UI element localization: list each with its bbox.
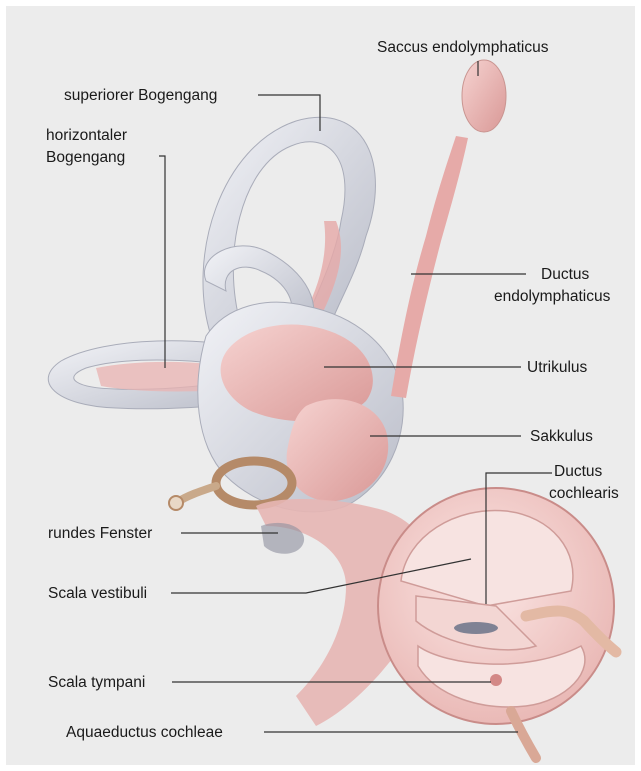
label-superiorer-bogengang: superiorer Bogengang [64, 87, 217, 104]
label-ductus-endolymphaticus-line1: Ductus [541, 266, 589, 283]
label-rundes-fenster: rundes Fenster [48, 525, 152, 542]
label-aquaeductus-cochleae: Aquaeductus cochleae [66, 724, 223, 741]
nerve-stub [178, 486, 216, 502]
aqueduct-opening [490, 674, 502, 686]
label-sakkulus: Sakkulus [530, 428, 593, 445]
label-ductus-cochlearis-line2: cochlearis [549, 485, 619, 502]
label-ductus-endolymphaticus-line2: endolymphaticus [494, 288, 611, 305]
label-scala-vestibuli: Scala vestibuli [48, 585, 147, 602]
label-utrikulus: Utrikulus [527, 359, 588, 376]
endolymphatic-duct [391, 136, 468, 398]
label-ductus-cochlearis-line1: Ductus [554, 463, 602, 480]
organ-of-corti [454, 622, 498, 634]
inner-ear-svg: Saccus endolymphaticus superiorer Bogeng… [6, 6, 635, 765]
endolymphatic-sac [462, 60, 506, 132]
inner-ear-illustration: Saccus endolymphaticus superiorer Bogeng… [6, 6, 635, 765]
label-scala-tympani: Scala tympani [48, 674, 145, 691]
label-horizontaler-line1: horizontaler [46, 127, 127, 144]
label-saccus-endolymphaticus: Saccus endolymphaticus [377, 39, 549, 56]
leader-horizontal [159, 156, 165, 368]
label-horizontaler-line2: Bogengang [46, 149, 125, 166]
